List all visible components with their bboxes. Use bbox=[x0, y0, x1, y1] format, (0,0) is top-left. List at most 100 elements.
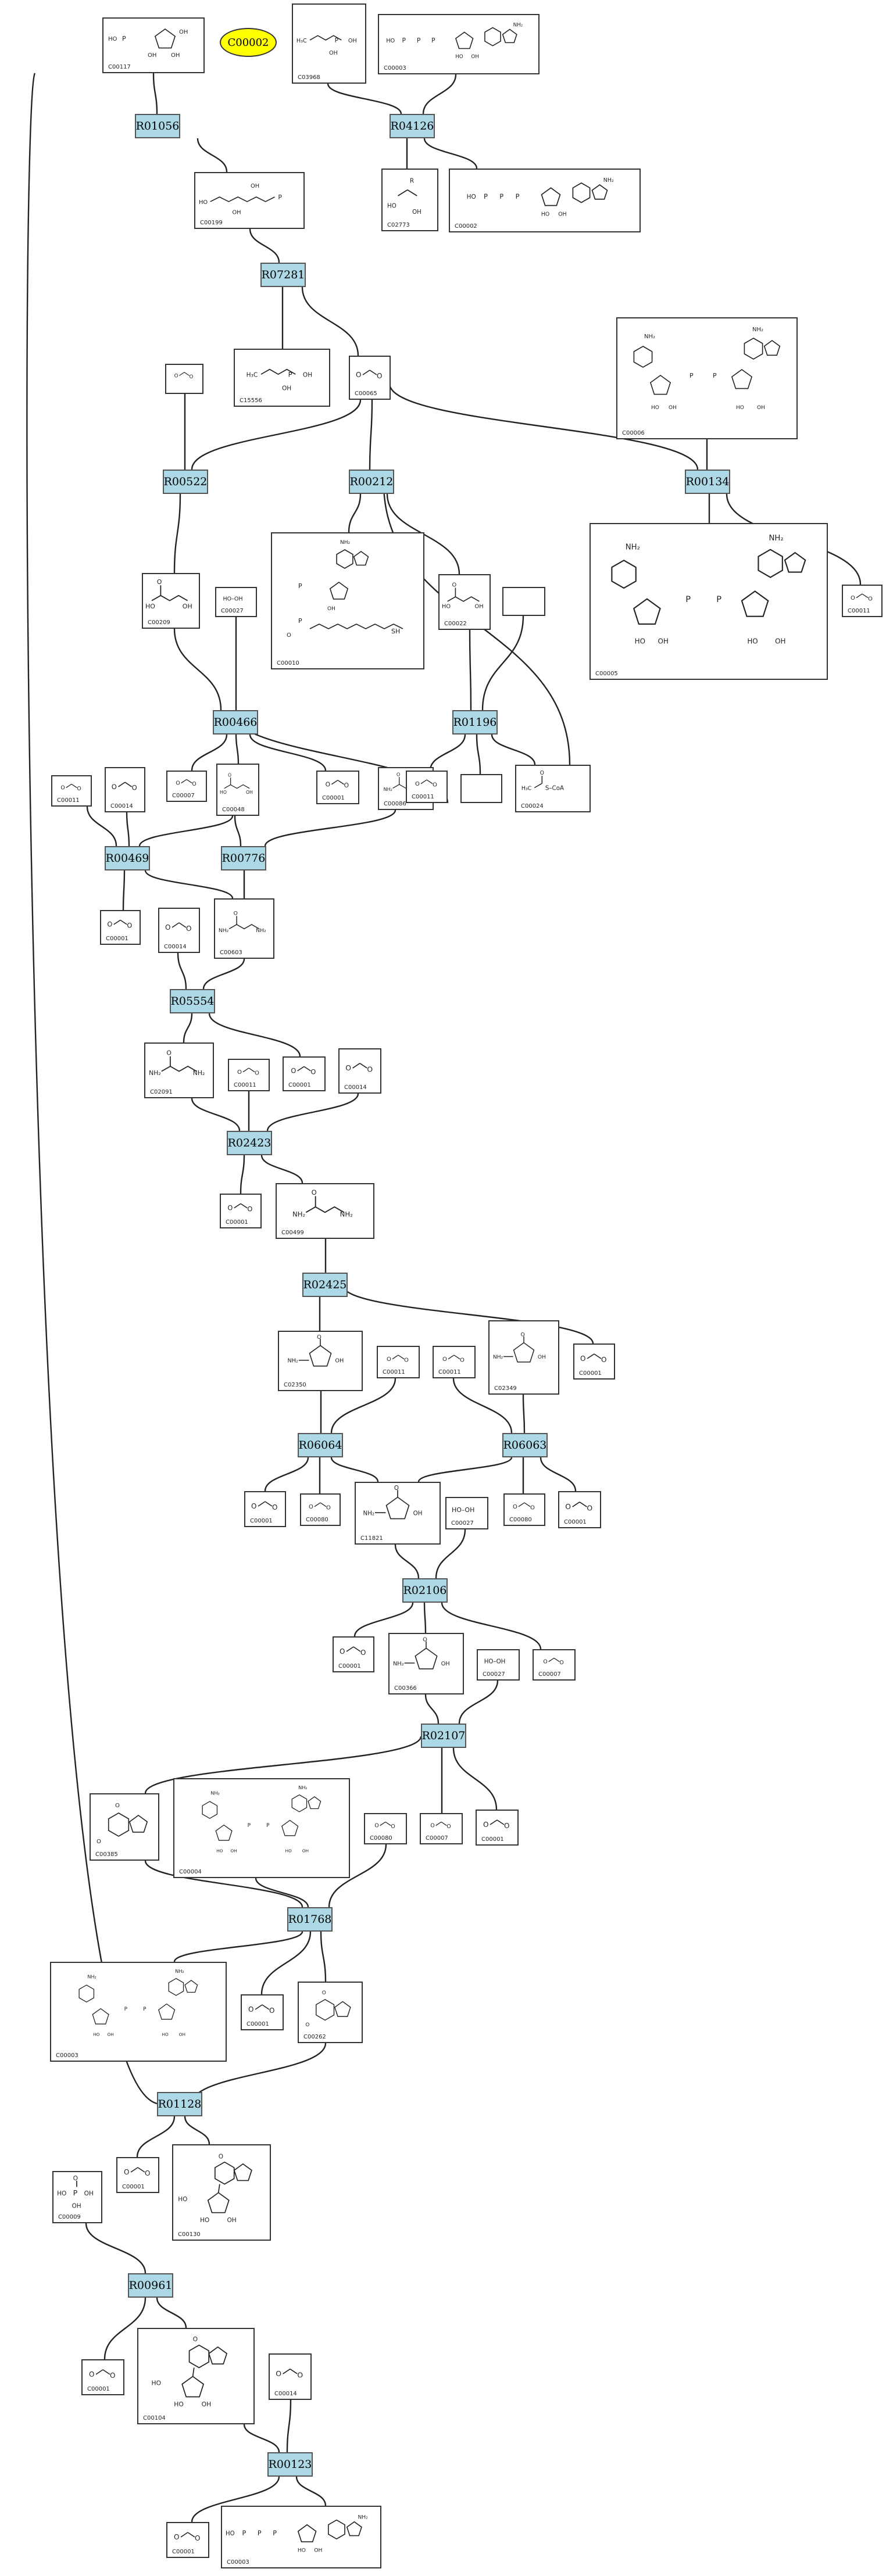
svg-text:O: O bbox=[237, 1069, 242, 1076]
reaction-r07281[interactable]: R07281 bbox=[260, 263, 306, 287]
reaction-r04126[interactable]: R04126 bbox=[390, 114, 435, 138]
reaction-r02106[interactable]: R02106 bbox=[402, 1578, 448, 1603]
reaction-r01056[interactable]: R01056 bbox=[135, 114, 180, 138]
compound-empty-1[interactable] bbox=[502, 587, 545, 616]
reaction-r06063[interactable]: R06063 bbox=[502, 1433, 548, 1457]
reaction-r01128[interactable]: R01128 bbox=[157, 2092, 202, 2116]
reaction-r02425[interactable]: R02425 bbox=[302, 1273, 348, 1297]
reaction-r02107[interactable]: R02107 bbox=[421, 1724, 466, 1748]
reaction-r01768[interactable]: R01768 bbox=[287, 1907, 333, 1932]
reaction-r00961[interactable]: R00961 bbox=[128, 2273, 173, 2298]
svg-text:H₃C: H₃C bbox=[521, 785, 531, 791]
svg-text:HO–OH: HO–OH bbox=[452, 1506, 474, 1514]
compound-empty-2[interactable] bbox=[460, 774, 502, 803]
reaction-r00469[interactable]: R00469 bbox=[105, 846, 150, 870]
reaction-r00466[interactable]: R00466 bbox=[213, 710, 258, 735]
svg-text:OH: OH bbox=[148, 52, 156, 59]
highlighted-compound-c00002[interactable]: C00002 bbox=[220, 28, 277, 57]
reaction-r00212[interactable]: R00212 bbox=[349, 470, 394, 494]
reaction-r06064[interactable]: R06064 bbox=[298, 1433, 343, 1457]
reaction-r00776[interactable]: R00776 bbox=[221, 846, 266, 870]
reaction-r01196[interactable]: R01196 bbox=[452, 710, 498, 735]
reaction-r05554[interactable]: R05554 bbox=[170, 989, 215, 1013]
reaction-r00123[interactable]: R00123 bbox=[267, 2452, 313, 2477]
svg-text:NH₂: NH₂ bbox=[149, 1069, 161, 1077]
reaction-r02423[interactable]: R02423 bbox=[227, 1131, 272, 1155]
svg-text:NH₂: NH₂ bbox=[752, 327, 763, 333]
reaction-r00134[interactable]: R00134 bbox=[685, 470, 730, 494]
reaction-r00522[interactable]: R00522 bbox=[163, 470, 208, 494]
svg-text:O: O bbox=[317, 1334, 321, 1341]
